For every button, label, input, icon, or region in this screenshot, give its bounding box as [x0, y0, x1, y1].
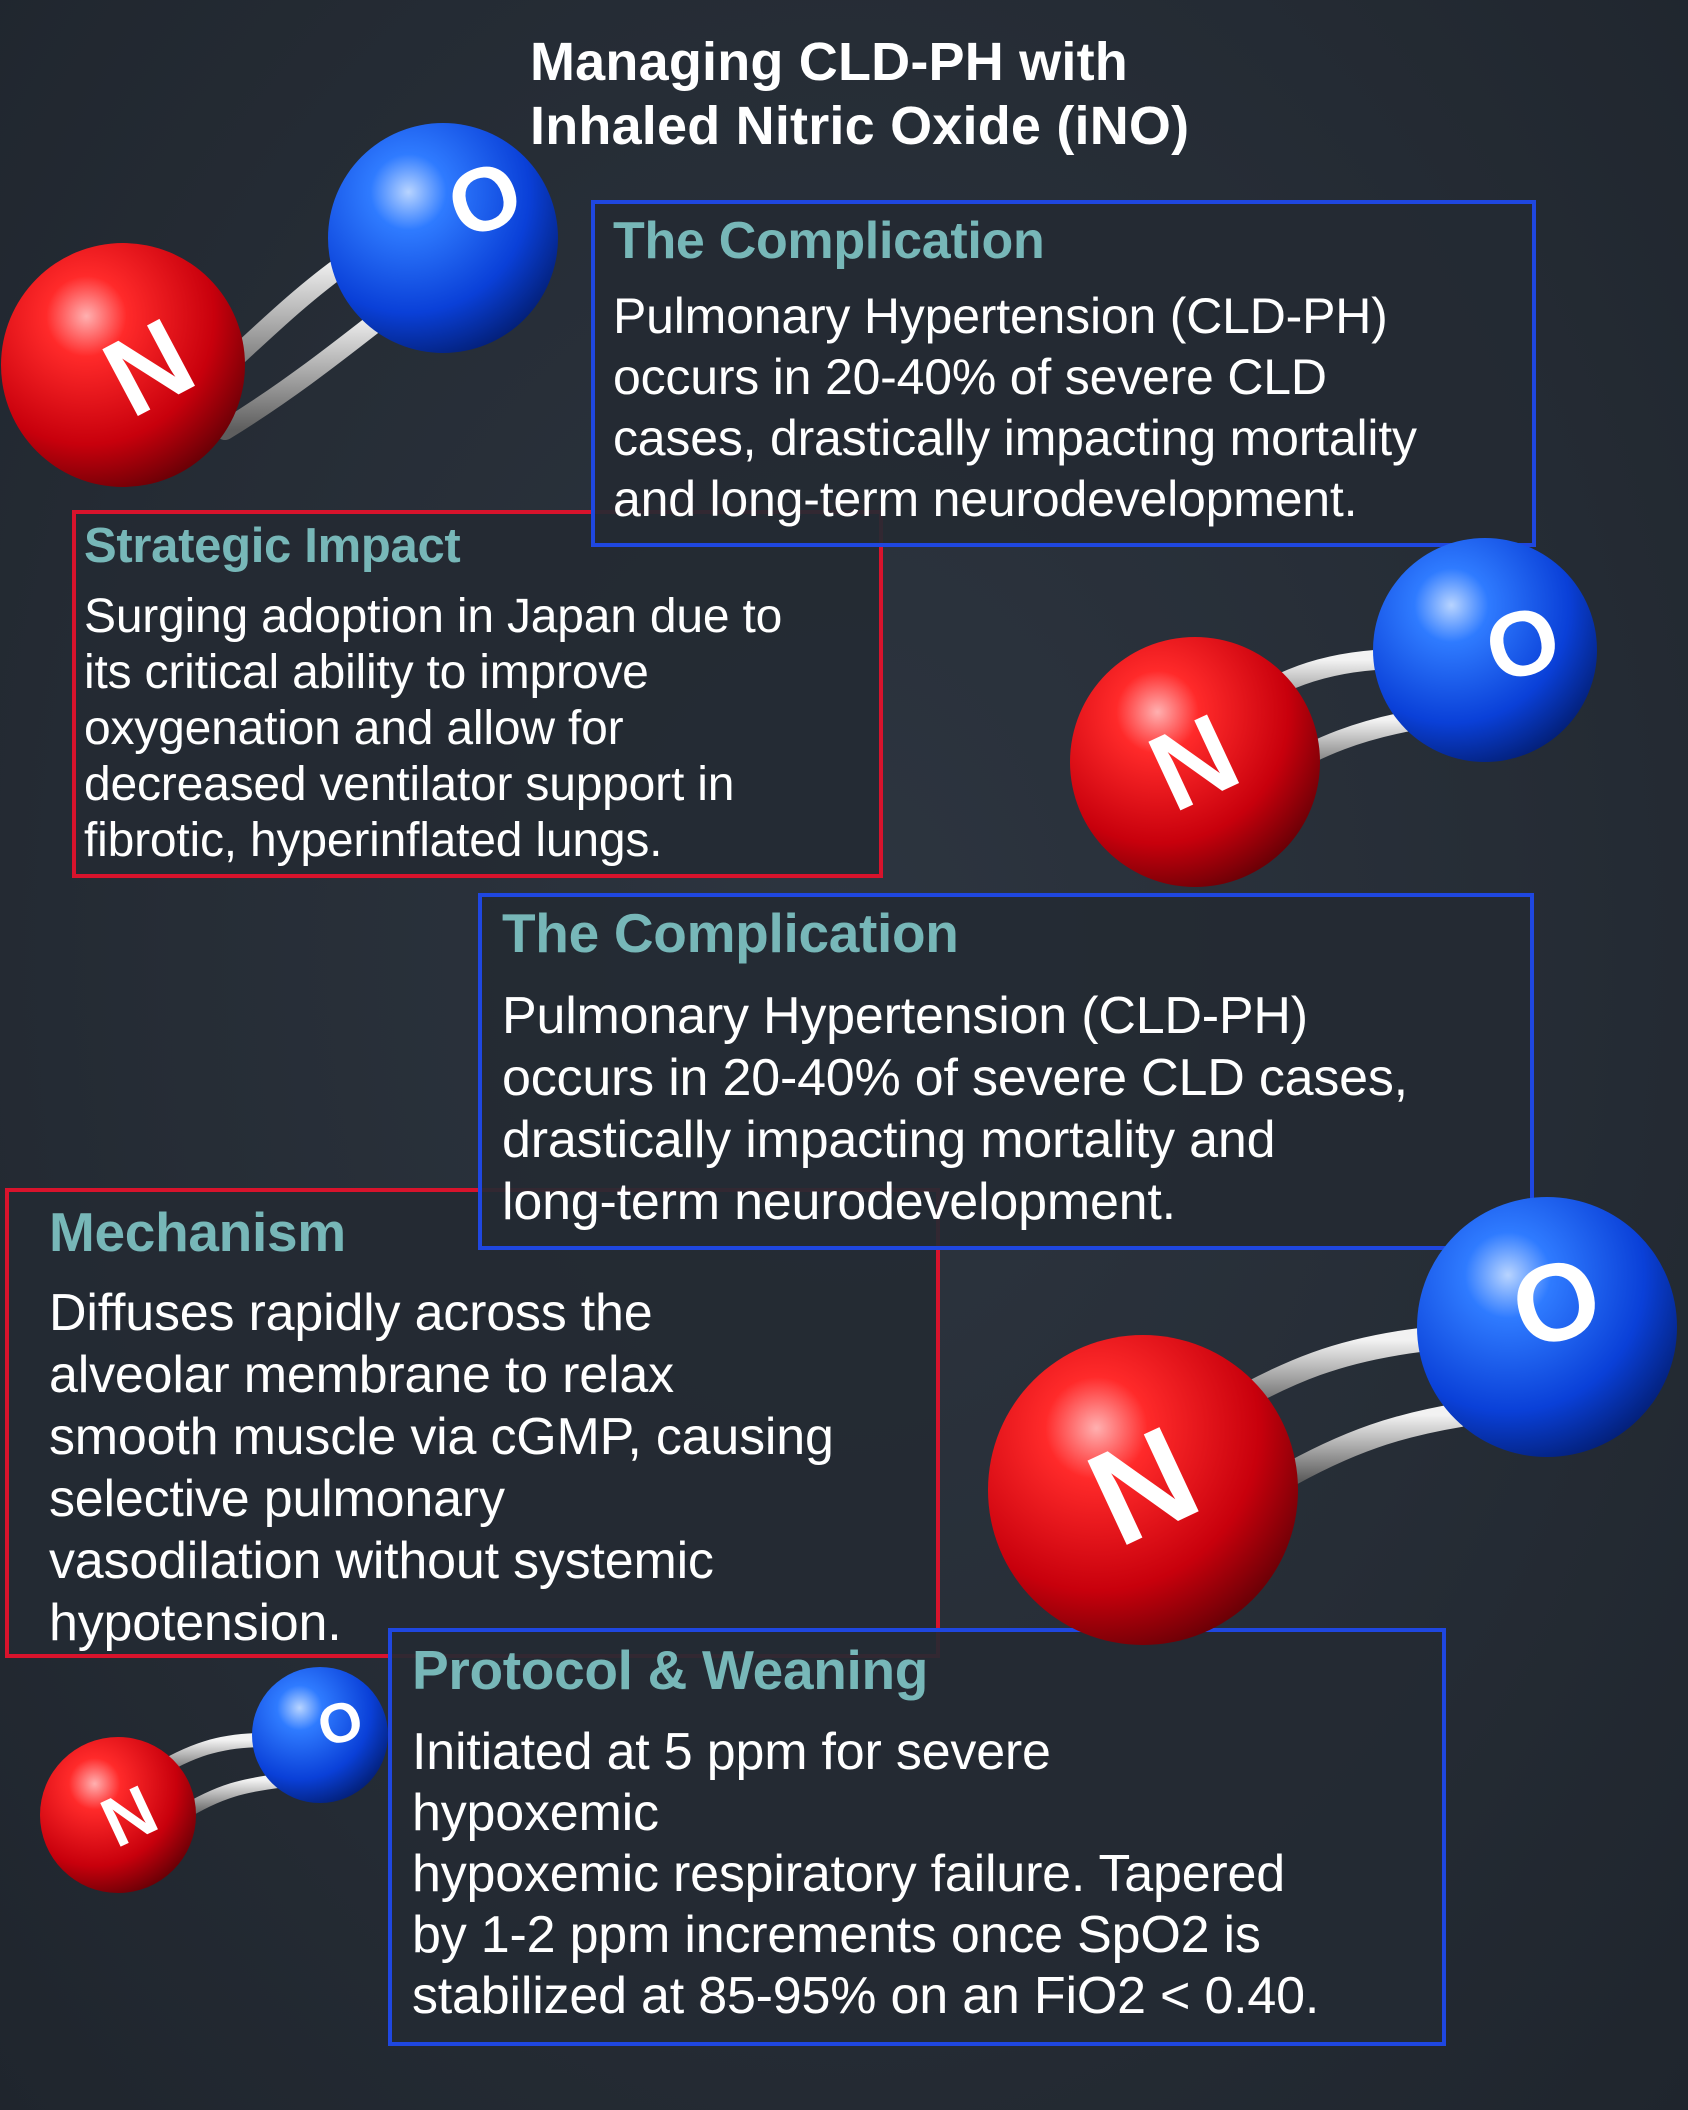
page-title-line-2: Inhaled Nitric Oxide (iNO)	[530, 96, 1190, 156]
card-body: Diffuses rapidly across the alveolar mem…	[49, 1282, 834, 1654]
card-body-line: cases, drastically impacting mortality	[613, 410, 1417, 466]
card-heading: Strategic Impact	[84, 519, 461, 573]
card-body-line: by 1-2 ppm increments once SpO2 is	[412, 1906, 1261, 1964]
nitric-oxide-molecule-icon: N O	[1, 123, 558, 487]
card-body-line: drastically impacting mortality and	[502, 1111, 1276, 1169]
card-body-line: vasodilation without systemic	[49, 1532, 714, 1590]
card-body: Pulmonary Hypertension (CLD-PH) occurs i…	[502, 985, 1408, 1233]
nitric-oxide-molecule-icon: N O	[40, 1667, 388, 1893]
page-title: Managing CLD-PH with Inhaled Nitric Oxid…	[530, 30, 1290, 158]
protocol-weaning-card: Protocol & Weaning Initiated at 5 ppm fo…	[388, 1628, 1446, 2046]
card-body-line: Pulmonary Hypertension (CLD-PH)	[613, 288, 1388, 344]
card-body-line: oxygenation and allow for	[84, 702, 624, 755]
card-body-line: fibrotic, hyperinflated lungs.	[84, 814, 663, 867]
oxygen-atom	[252, 1667, 388, 1803]
complication-card-top: The Complication Pulmonary Hypertension …	[591, 200, 1536, 547]
card-body-line: long-term neurodevelopment.	[502, 1173, 1176, 1231]
nitric-oxide-molecule-icon: N O	[1070, 538, 1597, 887]
card-heading: The Complication	[502, 902, 959, 964]
nitric-oxide-molecule-icon: N O	[988, 1197, 1677, 1645]
page-title-line-1: Managing CLD-PH with	[530, 32, 1128, 92]
card-body-line: occurs in 20-40% of severe CLD cases,	[502, 1049, 1408, 1107]
card-body: Pulmonary Hypertension (CLD-PH) occurs i…	[613, 286, 1417, 530]
oxygen-atom	[1373, 538, 1597, 762]
card-body: Initiated at 5 ppm for severe hypoxemic …	[412, 1722, 1319, 2027]
card-body-line: decreased ventilator support in	[84, 758, 735, 811]
card-heading: Protocol & Weaning	[412, 1639, 929, 1701]
card-body-line: Diffuses rapidly across the	[49, 1284, 653, 1342]
mechanism-card: Mechanism Diffuses rapidly across the al…	[5, 1188, 940, 1658]
card-body-line: hypoxemic	[412, 1784, 659, 1842]
card-body-line: Initiated at 5 ppm for severe	[412, 1723, 1051, 1781]
card-body: Surging adoption in Japan due to its cri…	[84, 589, 782, 869]
card-body-line: occurs in 20-40% of severe CLD	[613, 349, 1327, 405]
strategic-impact-card: Strategic Impact Surging adoption in Jap…	[72, 510, 883, 878]
card-body-line: its critical ability to improve	[84, 646, 649, 699]
card-body-line: hypoxemic respiratory failure. Tapered	[412, 1845, 1285, 1903]
nitrogen-atom	[1070, 637, 1320, 887]
card-heading: The Complication	[613, 212, 1045, 270]
card-body-line: alveolar membrane to relax	[49, 1346, 674, 1404]
oxygen-atom	[328, 123, 558, 353]
nitrogen-atom	[1, 243, 245, 487]
oxygen-atom	[1417, 1197, 1677, 1457]
card-body-line: hypotension.	[49, 1594, 342, 1652]
card-heading: Mechanism	[49, 1201, 346, 1263]
card-body-line: selective pulmonary	[49, 1470, 505, 1528]
card-body-line: Pulmonary Hypertension (CLD-PH)	[502, 987, 1308, 1045]
card-body-line: smooth muscle via cGMP, causing	[49, 1408, 834, 1466]
card-body-line: and long-term neurodevelopment.	[613, 471, 1358, 527]
nitrogen-atom	[988, 1335, 1298, 1645]
complication-card-middle: The Complication Pulmonary Hypertension …	[478, 893, 1534, 1250]
card-body-line: stabilized at 85-95% on an FiO2 < 0.40.	[412, 1967, 1320, 2025]
nitrogen-atom	[40, 1737, 196, 1893]
card-body-line: Surging adoption in Japan due to	[84, 590, 783, 643]
